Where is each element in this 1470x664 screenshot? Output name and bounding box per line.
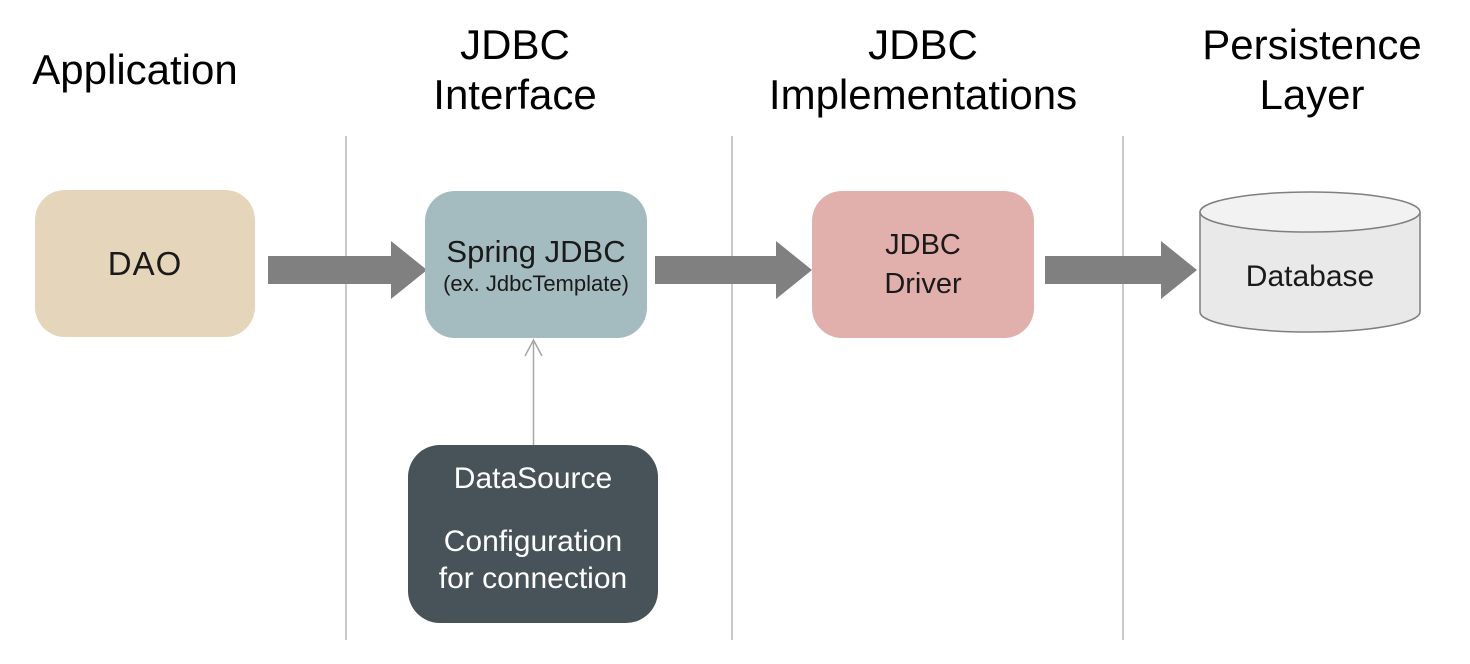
- spring-jdbc-label: Spring JDBC: [446, 233, 626, 269]
- column-divider: [1122, 136, 1124, 640]
- datasource-line1: Configuration: [443, 525, 623, 558]
- spring-jdbc-node: Spring JDBC (ex. JdbcTemplate): [425, 191, 647, 338]
- column-divider: [345, 136, 347, 640]
- jdbc-driver-label-line2: Driver: [884, 267, 962, 300]
- arrow-up-icon: [524, 338, 543, 446]
- datasource-node: DataSource Configuration for connection: [408, 445, 658, 623]
- jdbc-driver-node: JDBC Driver: [812, 191, 1034, 338]
- header-line: Application: [32, 46, 238, 93]
- datasource-line2: for connection: [438, 562, 628, 595]
- column-header-application: Application: [15, 20, 255, 120]
- header-line: Persistence: [1202, 21, 1422, 68]
- database-label: Database: [1245, 260, 1375, 293]
- column-header-jdbc-interface: JDBC Interface: [395, 20, 635, 120]
- header-line: Layer: [1259, 71, 1365, 118]
- column-header-jdbc-implementations: JDBC Implementations: [763, 20, 1083, 120]
- header-line: JDBC: [868, 21, 978, 68]
- header-line: Interface: [433, 71, 597, 118]
- database-cylinder-icon: [1199, 191, 1421, 333]
- column-header-persistence-layer: Persistence Layer: [1192, 20, 1432, 120]
- header-line: Implementations: [768, 71, 1078, 118]
- column-divider: [731, 136, 733, 640]
- arrow-right-icon: [268, 241, 427, 299]
- datasource-title: DataSource: [453, 462, 613, 495]
- dao-label: DAO: [107, 244, 183, 282]
- jdbc-driver-label-line1: JDBC: [885, 228, 961, 261]
- header-line: JDBC: [460, 21, 570, 68]
- arrow-right-icon: [1045, 241, 1197, 299]
- database-node: [1198, 190, 1422, 335]
- dao-node: DAO: [35, 190, 255, 337]
- spring-jdbc-sublabel: (ex. JdbcTemplate): [443, 270, 629, 296]
- arrow-right-icon: [655, 241, 812, 299]
